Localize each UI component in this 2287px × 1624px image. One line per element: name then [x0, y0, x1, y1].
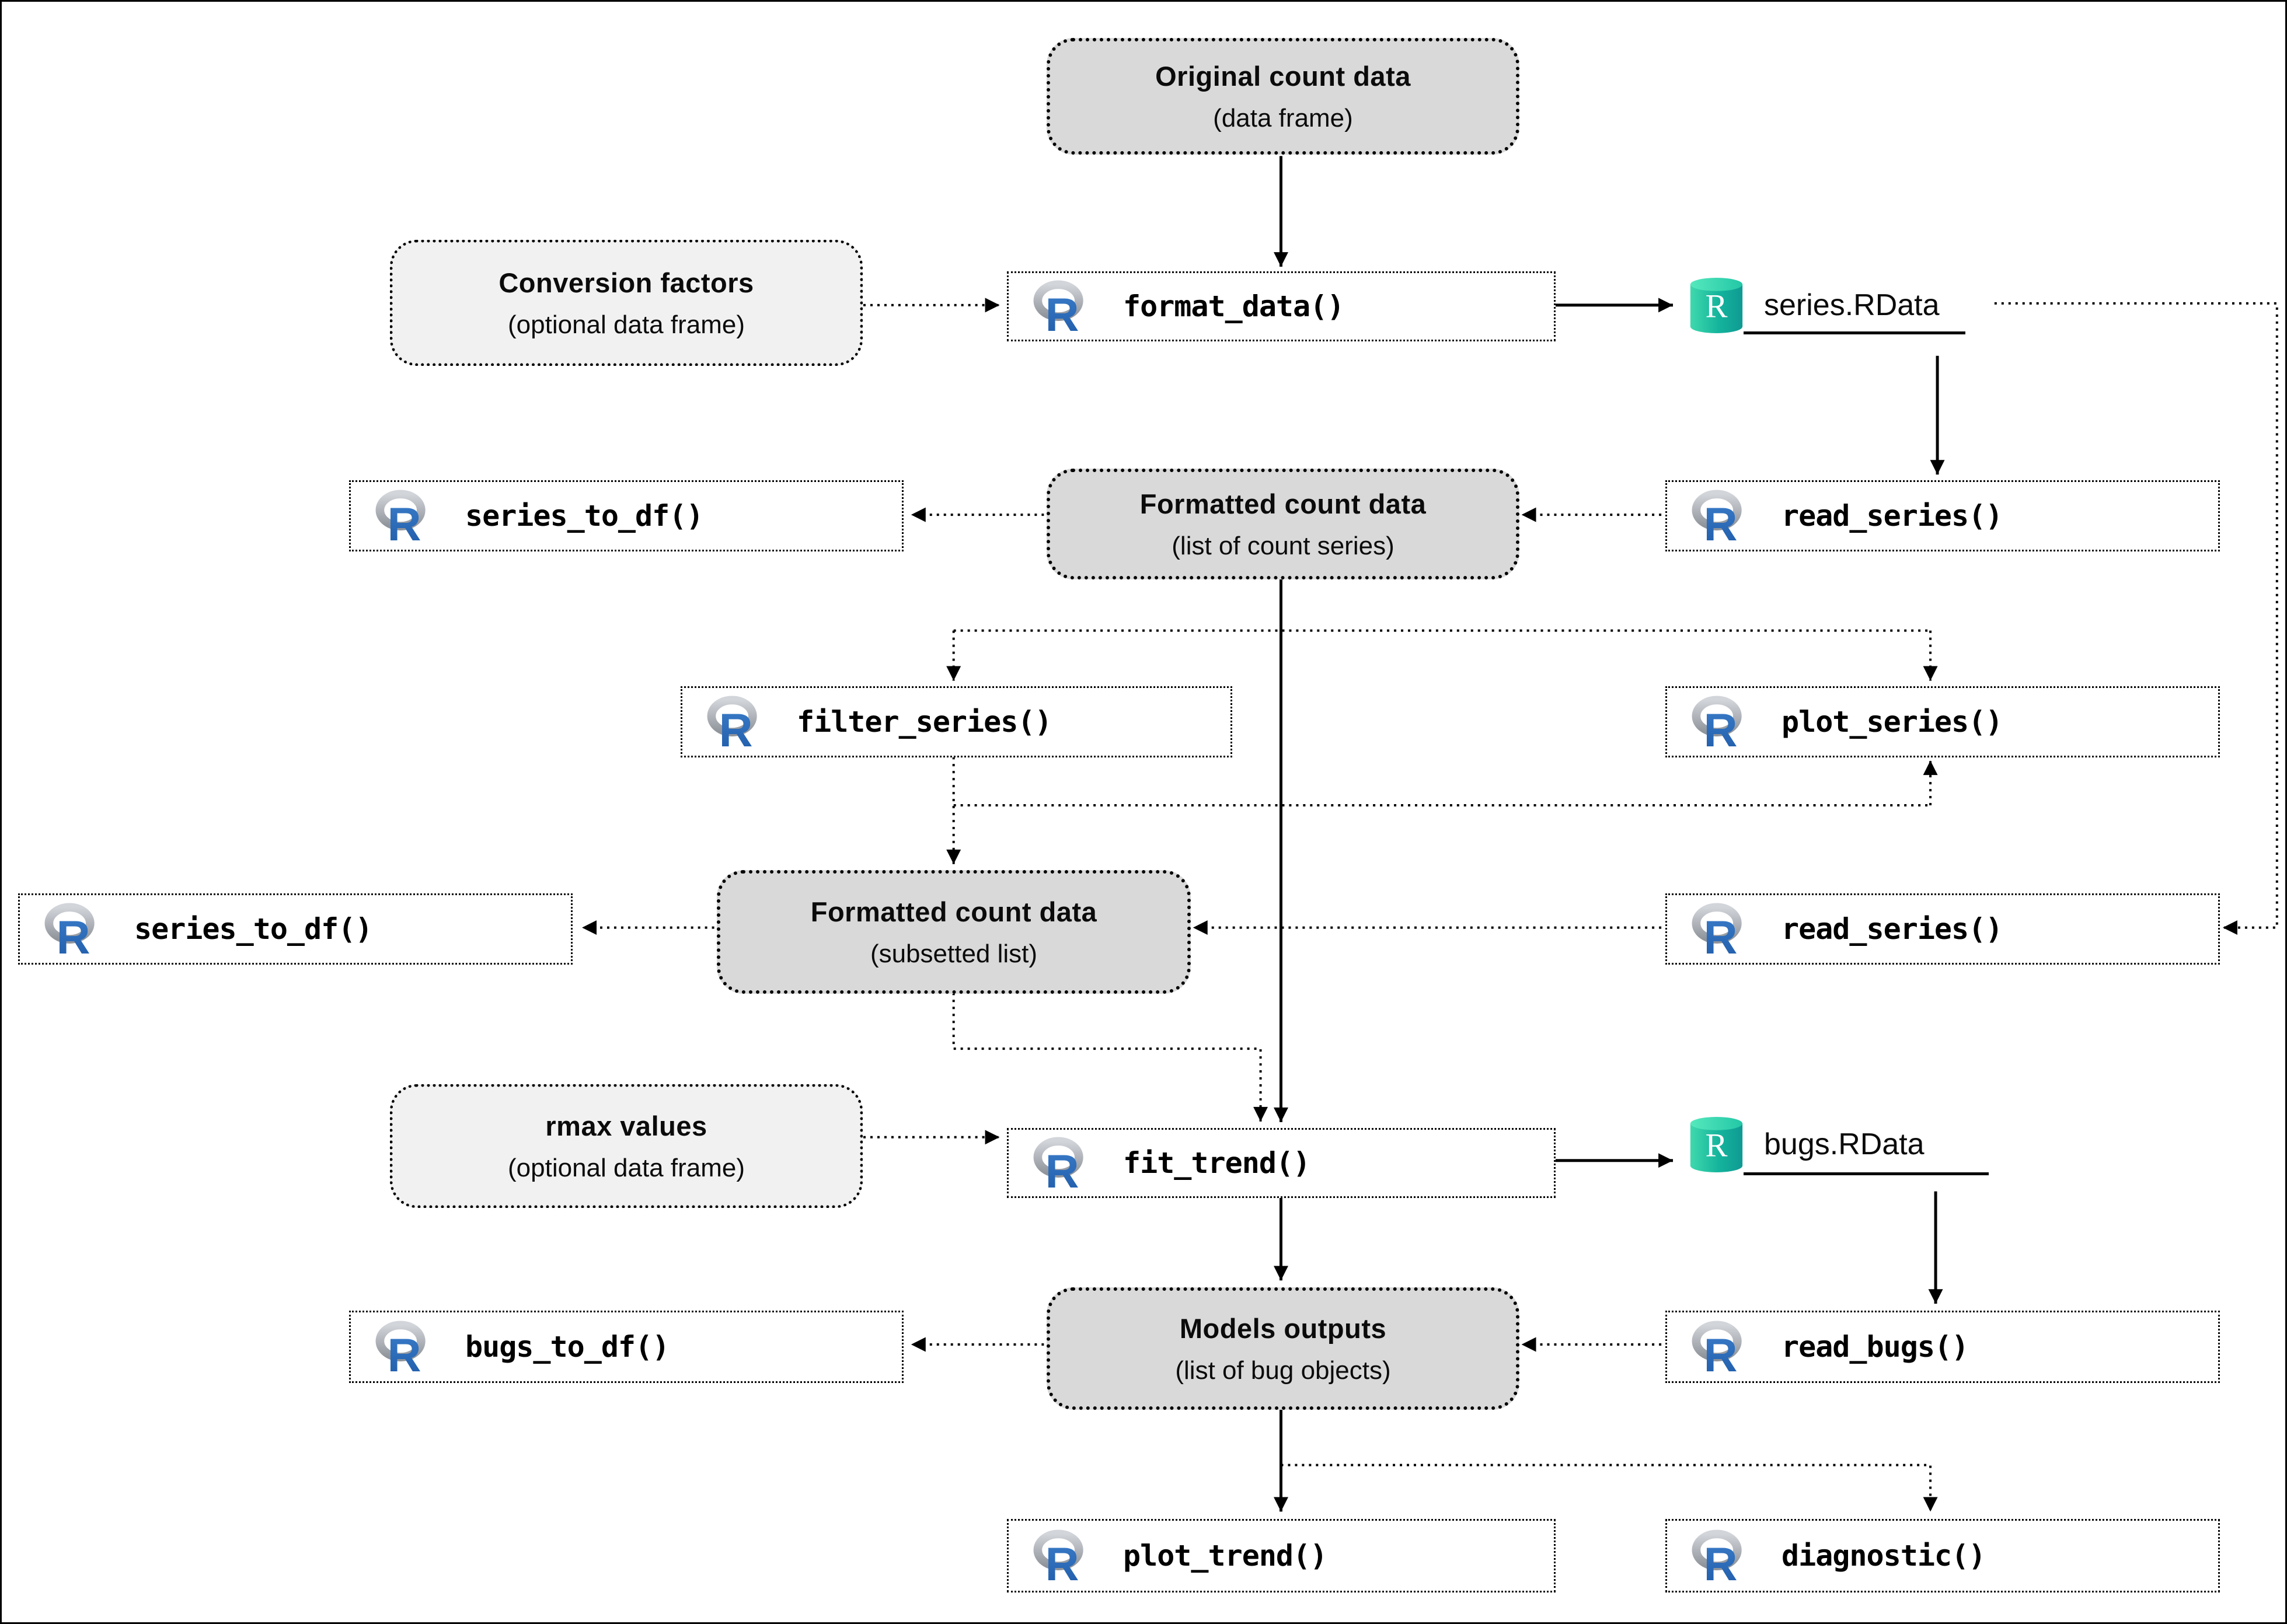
- r-logo-icon: [1692, 1320, 1749, 1374]
- file-underline: [1744, 1172, 1989, 1175]
- fn-read-series-2: read_series(): [1665, 893, 2220, 965]
- node-title: Original count data: [1155, 60, 1411, 92]
- function-name: bugs_to_df(): [465, 1330, 670, 1364]
- node-subtitle: (optional data frame): [508, 1153, 745, 1182]
- r-logo-icon: [707, 695, 764, 749]
- fn-format-data: format_data(): [1007, 271, 1556, 341]
- r-logo-icon: [1033, 1136, 1090, 1190]
- arrow-subsetted-to-fit-trend: [952, 993, 1268, 1122]
- r-logo-icon: [1692, 489, 1749, 543]
- r-logo-icon: [44, 902, 102, 956]
- node-conversion-factors: Conversion factors (optional data frame): [390, 240, 863, 366]
- function-name: plot_trend(): [1123, 1539, 1327, 1573]
- r-logo-icon: [1692, 695, 1749, 749]
- rdata-cylinder-icon: [1689, 277, 1744, 334]
- arrow-series-rdata-to-read-series-2: [1994, 302, 2278, 935]
- r-logo-icon: [375, 489, 433, 543]
- fn-diagnostic: diagnostic(): [1665, 1519, 2220, 1592]
- function-name: plot_series(): [1782, 705, 2003, 739]
- function-name: series_to_df(): [134, 912, 372, 946]
- rdata-cylinder-icon: [1689, 1116, 1744, 1174]
- node-original-count-data: Original count data (data frame): [1047, 38, 1519, 155]
- function-name: read_bugs(): [1782, 1330, 1969, 1364]
- node-subtitle: (list of count series): [1172, 531, 1394, 560]
- fn-plot-series: plot_series(): [1665, 686, 2220, 757]
- node-subtitle: (data frame): [1213, 103, 1353, 132]
- r-logo-icon: [1033, 1529, 1090, 1583]
- file-bugs-rdata: bugs.RData: [1689, 1116, 1925, 1172]
- fn-bugs-to-df: bugs_to_df(): [349, 1311, 904, 1383]
- node-title: Formatted count data: [1139, 488, 1427, 519]
- function-name: series_to_df(): [465, 499, 703, 533]
- node-title: Formatted count data: [810, 896, 1097, 927]
- function-name: fit_trend(): [1123, 1146, 1310, 1180]
- node-title: rmax values: [545, 1110, 707, 1141]
- node-models-outputs: Models outputs (list of bug objects): [1047, 1287, 1519, 1410]
- fn-fit-trend: fit_trend(): [1007, 1128, 1556, 1198]
- fn-plot-trend: plot_trend(): [1007, 1519, 1556, 1592]
- function-name: format_data(): [1123, 289, 1344, 323]
- node-rmax-values: rmax values (optional data frame): [390, 1084, 863, 1208]
- r-logo-icon: [375, 1320, 433, 1374]
- node-subtitle: (subsetted list): [870, 939, 1038, 968]
- r-logo-icon: [1692, 902, 1749, 956]
- function-name: read_series(): [1782, 499, 2003, 533]
- node-subtitle: (list of bug objects): [1175, 1356, 1391, 1385]
- file-series-rdata: series.RData: [1689, 277, 1940, 333]
- file-underline: [1744, 331, 1965, 334]
- node-title: Conversion factors: [498, 267, 754, 298]
- node-formatted-count-data: Formatted count data (list of count seri…: [1047, 469, 1519, 579]
- function-name: filter_series(): [797, 705, 1052, 739]
- file-label: series.RData: [1764, 288, 1940, 322]
- function-name: read_series(): [1782, 912, 2003, 946]
- file-label: bugs.RData: [1764, 1127, 1925, 1161]
- r-logo-icon: [1692, 1529, 1749, 1583]
- fn-read-bugs: read_bugs(): [1665, 1311, 2220, 1383]
- fn-filter-series: filter_series(): [681, 686, 1232, 757]
- r-logo-icon: [1033, 280, 1090, 334]
- node-subtitle: (optional data frame): [508, 310, 745, 339]
- node-title: Models outputs: [1179, 1312, 1387, 1344]
- fn-series-to-df-1: series_to_df(): [349, 480, 904, 551]
- fn-read-series-1: read_series(): [1665, 480, 2220, 551]
- fn-series-to-df-2: series_to_df(): [18, 893, 573, 965]
- node-formatted-subsetted: Formatted count data (subsetted list): [717, 870, 1191, 994]
- function-name: diagnostic(): [1782, 1539, 1986, 1573]
- arrow-models-to-diagnostic: [1281, 1464, 1938, 1512]
